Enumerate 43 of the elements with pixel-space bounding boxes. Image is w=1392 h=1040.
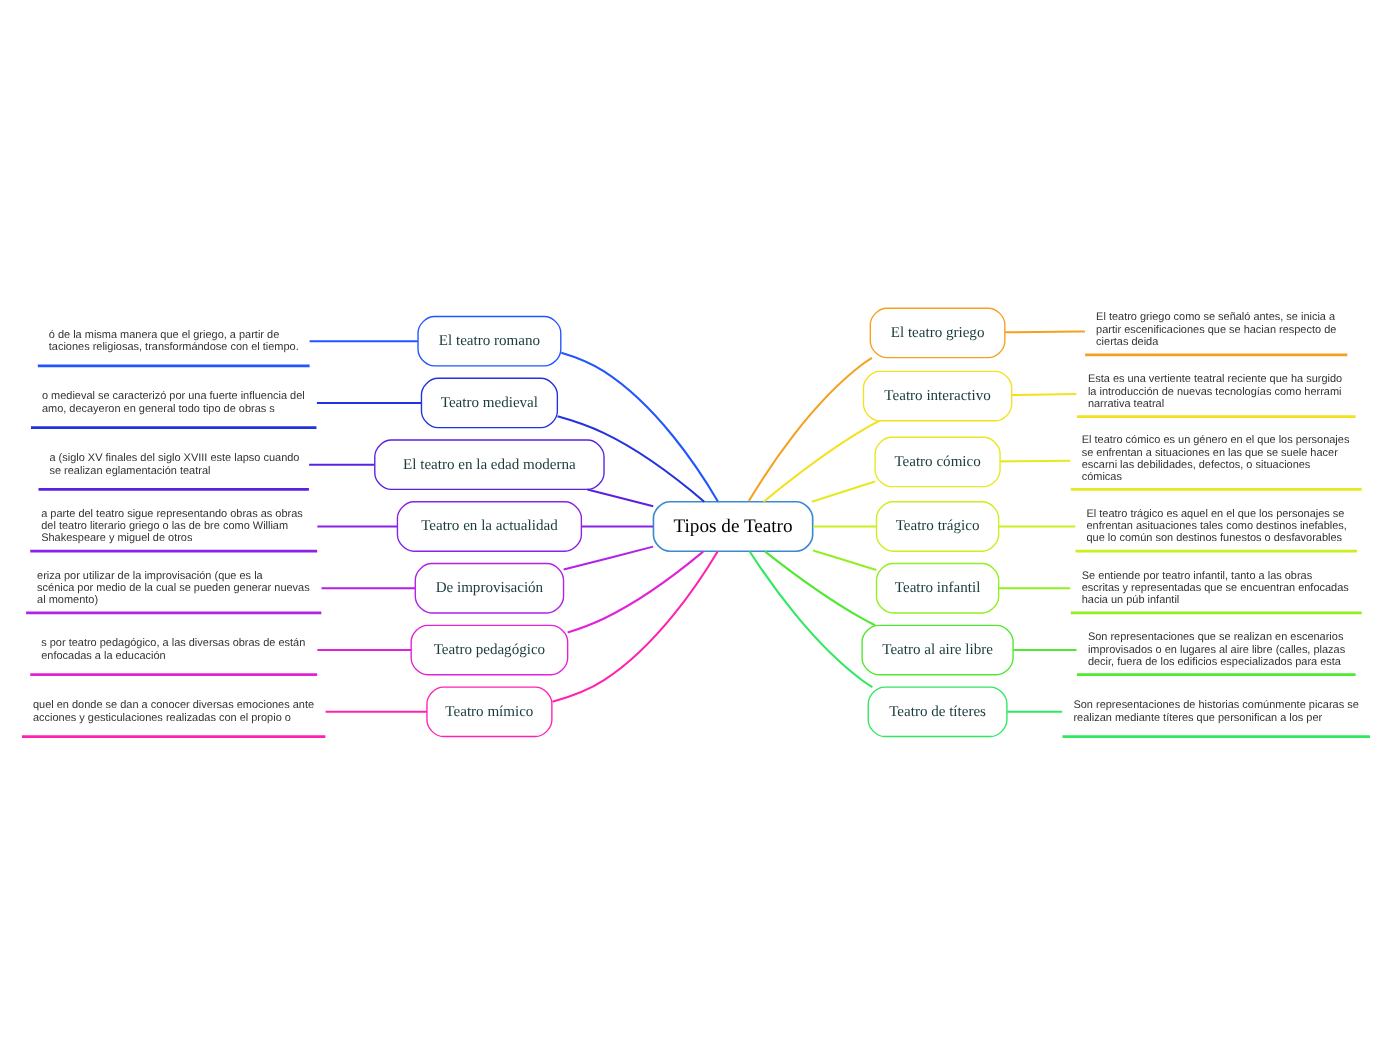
node-box: El teatro griego xyxy=(869,306,1006,358)
connector xyxy=(557,414,705,502)
node-box: Teatro trágico xyxy=(875,500,1000,551)
connector xyxy=(587,487,654,507)
connector xyxy=(317,648,412,651)
connector xyxy=(811,479,876,502)
connector xyxy=(1011,392,1077,396)
node-box: Teatro al aire libre xyxy=(861,623,1014,675)
node-box: Teatro interactivo xyxy=(862,369,1013,421)
connector xyxy=(325,709,427,712)
node-box: El teatro romano xyxy=(417,314,562,366)
node-box: De improvisación xyxy=(414,561,565,613)
connector xyxy=(561,350,719,501)
connector xyxy=(567,549,704,633)
connector xyxy=(998,524,1076,527)
connector xyxy=(764,549,876,626)
node-box: Tipos de Teatro xyxy=(652,499,814,552)
node-box: Teatro de títeres xyxy=(867,685,1008,737)
node-box: Teatro infantil xyxy=(875,561,1000,613)
connector xyxy=(309,339,418,342)
node-box: Teatro cómico xyxy=(874,435,1001,487)
connector xyxy=(1007,709,1063,712)
connector xyxy=(748,549,873,687)
connector xyxy=(581,524,654,527)
connector xyxy=(747,355,873,501)
node-box: Teatro mímico xyxy=(426,685,553,737)
node-box: Teatro medieval xyxy=(420,376,559,428)
connector xyxy=(812,548,877,570)
connector xyxy=(309,462,375,465)
connector xyxy=(563,544,654,570)
connector xyxy=(813,524,877,527)
connector xyxy=(552,549,719,702)
connector xyxy=(317,524,398,527)
connector xyxy=(316,400,422,403)
node-box: El teatro en la edad moderna xyxy=(374,438,605,490)
connector xyxy=(1013,648,1077,651)
connector xyxy=(762,419,880,502)
node-box: Teatro en la actualidad xyxy=(396,500,583,551)
connector xyxy=(998,586,1071,589)
connector xyxy=(1000,458,1071,462)
connector xyxy=(1005,329,1085,333)
node-box: Teatro pedagógico xyxy=(410,623,569,675)
connector xyxy=(321,586,415,589)
